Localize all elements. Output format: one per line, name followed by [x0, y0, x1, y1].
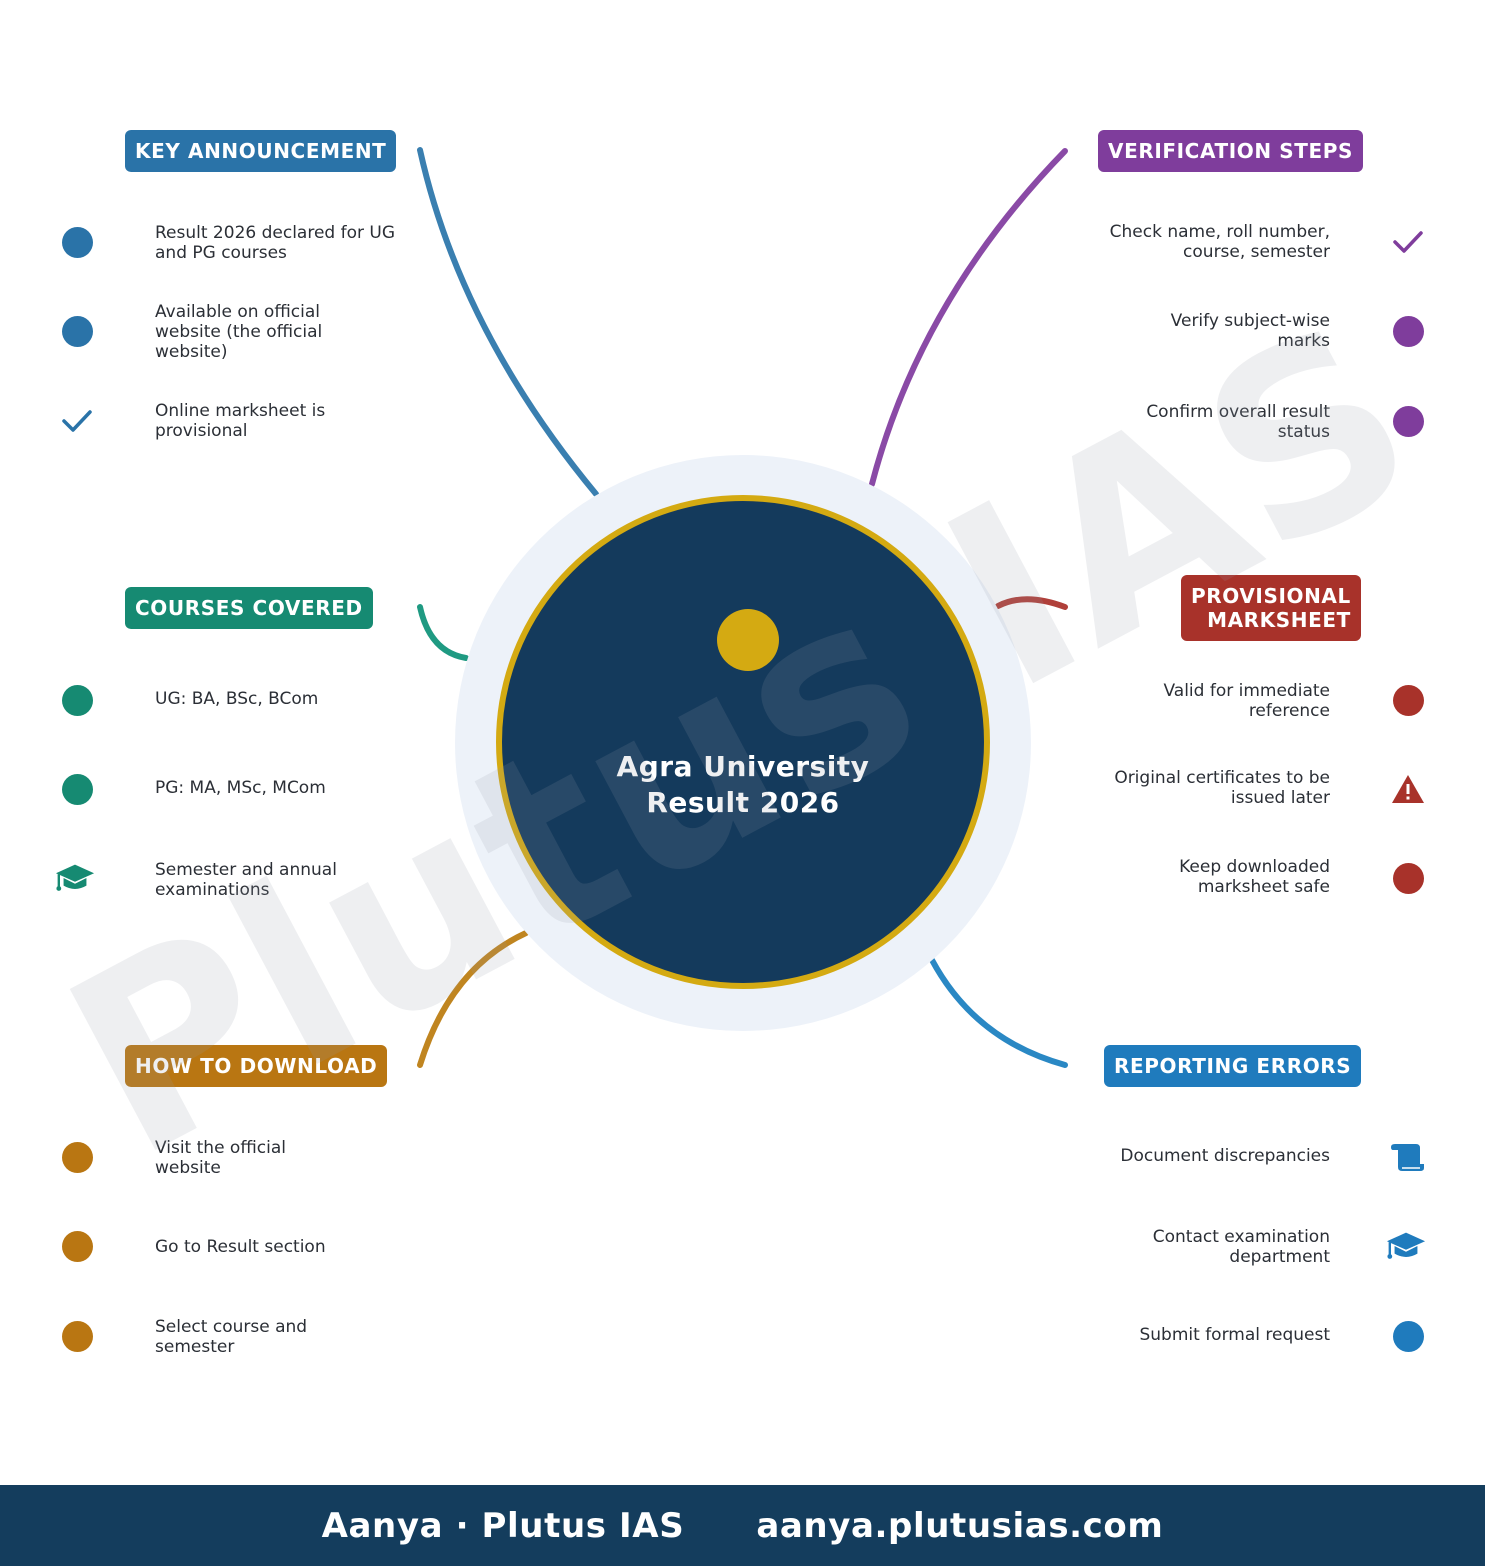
key-announcement-item-3: Online marksheet is provisional — [155, 401, 326, 441]
bullet-dot-icon — [57, 311, 97, 351]
how-to-download-item-3: Select course and semester — [155, 1317, 308, 1357]
verification-steps-item-2: Verify subject-wise marks — [1170, 311, 1330, 351]
connector-verification-steps — [869, 148, 1068, 487]
bullet-dot-icon — [1388, 680, 1428, 720]
bullet-dot-icon — [1388, 1316, 1428, 1356]
warning-icon — [1388, 769, 1428, 809]
badge-reporting-errors: REPORTING ERRORS — [1104, 1045, 1362, 1087]
badge-verification-steps: VERIFICATION STEPS — [1098, 130, 1364, 172]
hub-title: Agra University Result 2026 — [502, 749, 984, 821]
verification-steps-item-1: Check name, roll number, course, semeste… — [1109, 222, 1330, 262]
bullet-dot-icon — [1388, 401, 1428, 441]
reporting-errors-item-2: Contact examination department — [1152, 1227, 1330, 1267]
bullet-dot-icon — [57, 680, 97, 720]
reporting-errors-item-3: Submit formal request — [1139, 1325, 1330, 1345]
hub-title-line2: Result 2026 — [646, 786, 840, 819]
provisional-marksheet-item-1: Valid for immediate reference — [1163, 681, 1330, 721]
verification-steps-item-3: Confirm overall result status — [1146, 402, 1330, 442]
connector-courses-covered — [417, 604, 469, 661]
connector-how-to-download — [417, 930, 529, 1068]
bullet-dot-icon — [57, 1316, 97, 1356]
bullet-dot-icon — [57, 1137, 97, 1177]
how-to-download-item-1: Visit the official website — [155, 1138, 286, 1178]
key-announcement-item-2: Available on official website (the offic… — [155, 302, 323, 362]
badge-provisional-marksheet: PROVISIONAL MARKSHEET — [1181, 575, 1361, 641]
badge-how-to-download: HOW TO DOWNLOAD — [125, 1045, 388, 1087]
badge-provisional-line1: PROVISIONAL — [1191, 584, 1351, 608]
bullet-dot-icon — [1388, 311, 1428, 351]
connector-reporting-errors — [929, 957, 1068, 1068]
bullet-dot-icon — [57, 222, 97, 262]
courses-covered-item-1: UG: BA, BSc, BCom — [155, 689, 319, 709]
courses-covered-item-3: Semester and annual examinations — [155, 860, 337, 900]
provisional-marksheet-item-3: Keep downloaded marksheet safe — [1179, 857, 1330, 897]
hub-title-line1: Agra University — [616, 750, 870, 783]
bullet-dot-icon — [57, 769, 97, 809]
check-icon — [1388, 222, 1428, 262]
bullet-dot-icon — [57, 1226, 97, 1266]
courses-covered-item-2: PG: MA, MSc, MCom — [155, 778, 326, 798]
connector-key-announcement — [417, 147, 599, 497]
badge-provisional-line2: MARKSHEET — [1207, 608, 1351, 632]
reporting-errors-item-1: Document discrepancies — [1120, 1146, 1330, 1166]
badge-courses-covered: COURSES COVERED — [125, 587, 373, 629]
provisional-marksheet-item-2: Original certificates to be issued later — [1114, 768, 1330, 808]
graduation-cap-icon — [1386, 1226, 1426, 1266]
scroll-icon — [1388, 1137, 1428, 1177]
hub-gold-dot — [717, 609, 779, 671]
key-announcement-item-1: Result 2026 declared for UG and PG cours… — [155, 223, 396, 263]
footer-author: Aanya · Plutus IAS — [321, 1505, 685, 1546]
footer-bar: Aanya · Plutus IAS aanya.plutusias.com — [0, 1485, 1485, 1566]
check-icon — [57, 401, 97, 441]
how-to-download-item-2: Go to Result section — [155, 1237, 326, 1257]
connector-provisional-marksheet — [995, 596, 1068, 610]
badge-key-announcement: KEY ANNOUNCEMENT — [125, 130, 397, 172]
footer-url[interactable]: aanya.plutusias.com — [756, 1505, 1164, 1546]
bullet-dot-icon — [1388, 858, 1428, 898]
branch-connectors — [417, 147, 1068, 1068]
graduation-cap-icon — [55, 858, 95, 898]
central-hub: Agra University Result 2026 — [496, 495, 990, 989]
